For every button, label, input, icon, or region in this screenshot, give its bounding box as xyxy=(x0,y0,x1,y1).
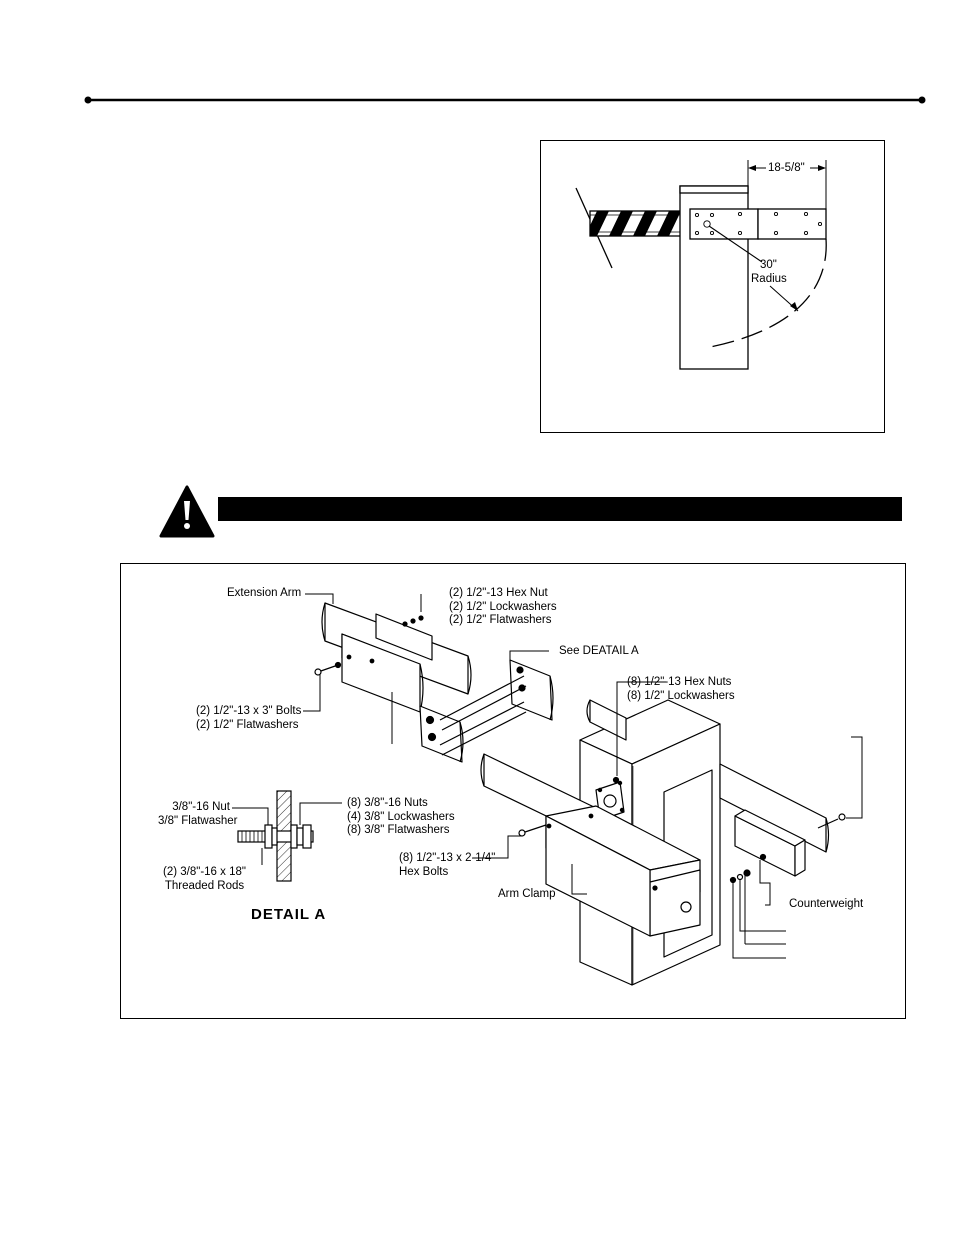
nuts-group-38-label: (8) 3/8"-16 Nuts (4) 3/8" Lockwashers (8… xyxy=(347,797,455,838)
bolts-line-2: (2) 1/2" Flatwashers xyxy=(196,718,299,731)
warning-bar xyxy=(218,497,902,521)
bolts-group-label: (2) 1/2"-13 x 3" Bolts (2) 1/2" Flatwash… xyxy=(196,705,301,732)
nuts-38-line-3: (8) 3/8" Flatwashers xyxy=(347,824,450,836)
radius-label: Radius xyxy=(751,273,787,285)
detail-a-drawing xyxy=(232,790,342,882)
counterweight-label: Counterweight xyxy=(789,898,864,910)
nut-flatwasher-label: 3/8"-16 Nut 3/8" Flatwasher xyxy=(158,801,238,828)
hex-nuts-8-line-1: (8) 1/2"-13 Hex Nuts xyxy=(627,676,732,688)
hex-nuts-8-label: (8) 1/2"-13 Hex Nuts (8) 1/2" Lockwasher… xyxy=(627,676,735,703)
dimension-label: 18-5/8" xyxy=(768,162,805,174)
nuts-38-line-1: (8) 3/8"-16 Nuts xyxy=(347,797,428,809)
see-detail-label: See DEATAIL A xyxy=(559,645,639,657)
threaded-rods-line-1: (2) 3/8"-16 x 18" xyxy=(163,866,246,878)
hex-nuts-8-line-2: (8) 1/2" Lockwashers xyxy=(627,689,735,702)
detail-a-title: DETAIL A xyxy=(251,906,327,923)
top-diagram-panel xyxy=(540,140,885,433)
hex-nut-line-1: (2) 1/2"-13 Hex Nut xyxy=(449,587,548,599)
extension-arm-label: Extension Arm xyxy=(227,587,302,599)
nut-flatwasher-line-2: 3/8" Flatwasher xyxy=(158,814,238,827)
bolts-line-1: (2) 1/2"-13 x 3" Bolts xyxy=(196,705,302,717)
nut-flatwasher-line-1: 3/8"-16 Nut xyxy=(172,801,230,813)
hex-bolts-line-2: Hex Bolts xyxy=(399,865,449,878)
arm-clamp-label: Arm Clamp xyxy=(498,888,556,900)
nuts-38-line-2: (4) 3/8" Lockwashers xyxy=(347,810,455,823)
assembly-diagram-panel xyxy=(120,563,906,1019)
hex-bolts-line-1: (8) 1/2"-13 x 2-1/4" xyxy=(399,852,496,864)
radius-value: 30" xyxy=(760,259,777,271)
threaded-rods-line-2: Threaded Rods xyxy=(164,879,245,892)
hex-nut-group-label: (2) 1/2"-13 Hex Nut (2) 1/2" Lockwashers… xyxy=(449,587,557,628)
hex-nut-line-2: (2) 1/2" Lockwashers xyxy=(449,600,557,613)
hex-nut-line-3: (2) 1/2" Flatwashers xyxy=(449,614,552,626)
threaded-rods-label: (2) 3/8"-16 x 18" Threaded Rods xyxy=(147,866,262,893)
hex-bolts-label: (8) 1/2"-13 x 2-1/4" Hex Bolts xyxy=(399,852,495,879)
